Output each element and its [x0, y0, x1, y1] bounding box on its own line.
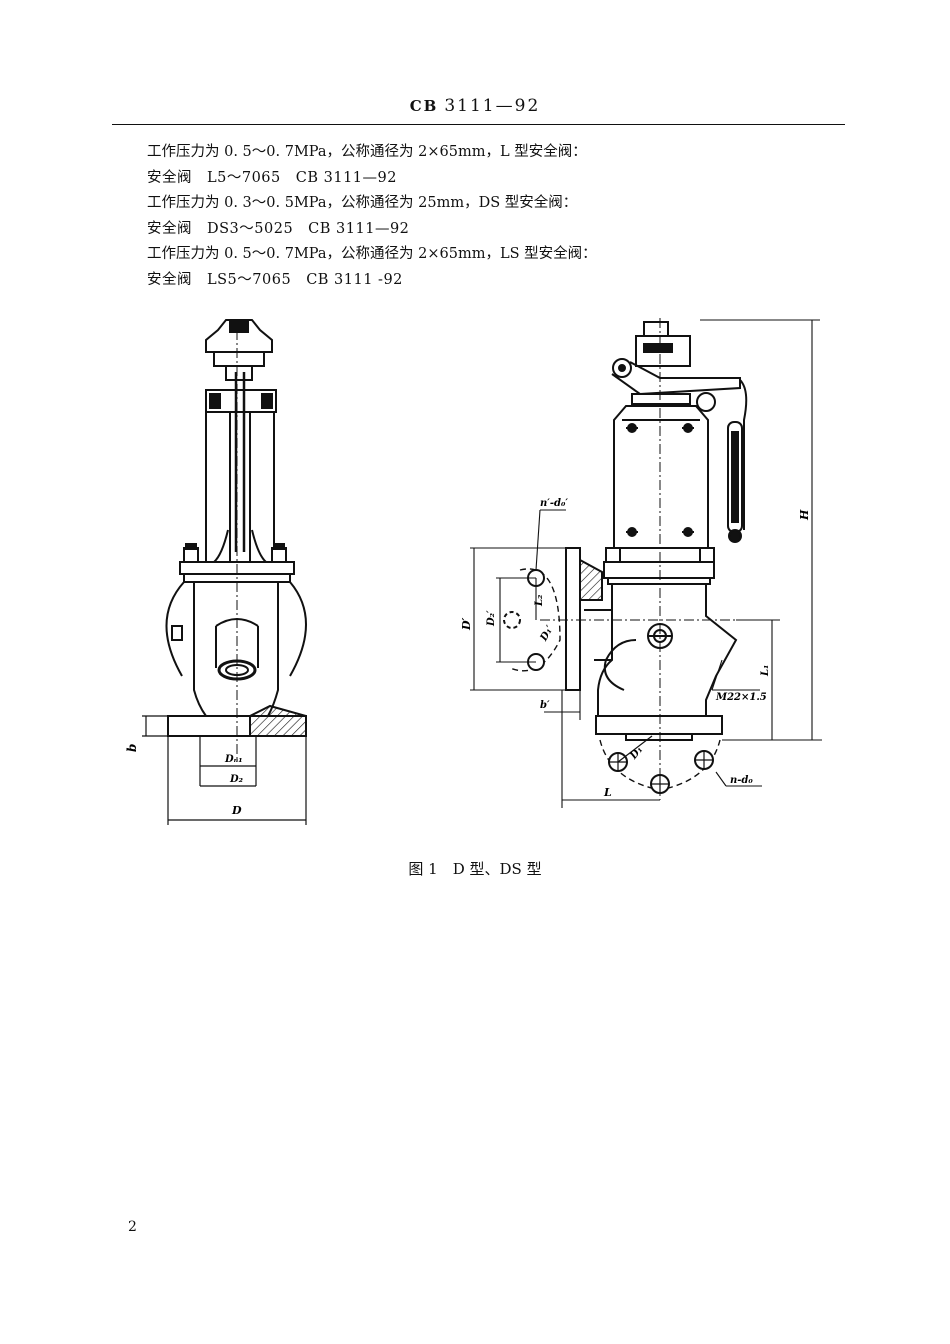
- dim-label-d2: D₂: [229, 774, 244, 785]
- dim-label-d-prime: D′: [460, 617, 473, 631]
- dim-label-h: H: [798, 509, 811, 521]
- dim-label-d1-prime: D₁′: [538, 624, 556, 644]
- figure-1-drawing: b Dₙ₁ D₂ D: [125, 318, 822, 825]
- dim-label-m22: M22×1.5: [715, 692, 767, 703]
- dim-label-d2-prime: D₂′: [486, 610, 497, 627]
- body-line: 安全阀 DS3～5025 CB 3111—92: [147, 220, 410, 237]
- left-valve-drawing: [142, 319, 307, 825]
- document-header: CB 3111—92: [0, 96, 950, 116]
- dim-label-b: b: [125, 744, 139, 752]
- figure-caption: 图 1 D 型、DS 型: [408, 860, 542, 878]
- dim-label-d1: D₁: [628, 744, 645, 762]
- body-text: 工作压力为 0. 5～0. 7MPa，公称通径为 2×65mm，L 型安全阀： …: [147, 140, 597, 293]
- body-line: 工作压力为 0. 3～0. 5MPa，公称通径为 25mm，DS 型安全阀：: [147, 195, 578, 211]
- dim-label-l1: L₁: [760, 665, 771, 677]
- body-line: 安全阀 L5～7065 CB 3111—92: [147, 169, 397, 186]
- header-rule: [112, 124, 845, 125]
- page-number: 2: [128, 1219, 137, 1235]
- dim-label-l2: L₂: [534, 594, 545, 607]
- dim-label-dn1: Dₙ₁: [224, 754, 243, 765]
- standard-number: 3111—92: [444, 96, 541, 116]
- standard-prefix: CB: [409, 97, 439, 115]
- right-dimension-lines: [470, 319, 822, 808]
- dim-label-n-d: n-d₀: [730, 775, 753, 786]
- body-line: 工作压力为 0. 5～0. 7MPa，公称通径为 2×65mm，L 型安全阀：: [147, 144, 587, 160]
- body-line: 安全阀 LS5～7065 CB 3111 -92: [147, 271, 403, 288]
- dim-label-d: D: [231, 804, 242, 817]
- right-valve-drawing: [503, 321, 748, 794]
- dim-label-b-prime: b′: [540, 700, 550, 711]
- body-line: 工作压力为 0. 5～0. 7MPa，公称通径为 2×65mm，LS 型安全阀：: [147, 246, 597, 262]
- dim-label-n-prime-d: n′-d₀′: [540, 498, 568, 509]
- dim-label-l: L: [603, 786, 612, 799]
